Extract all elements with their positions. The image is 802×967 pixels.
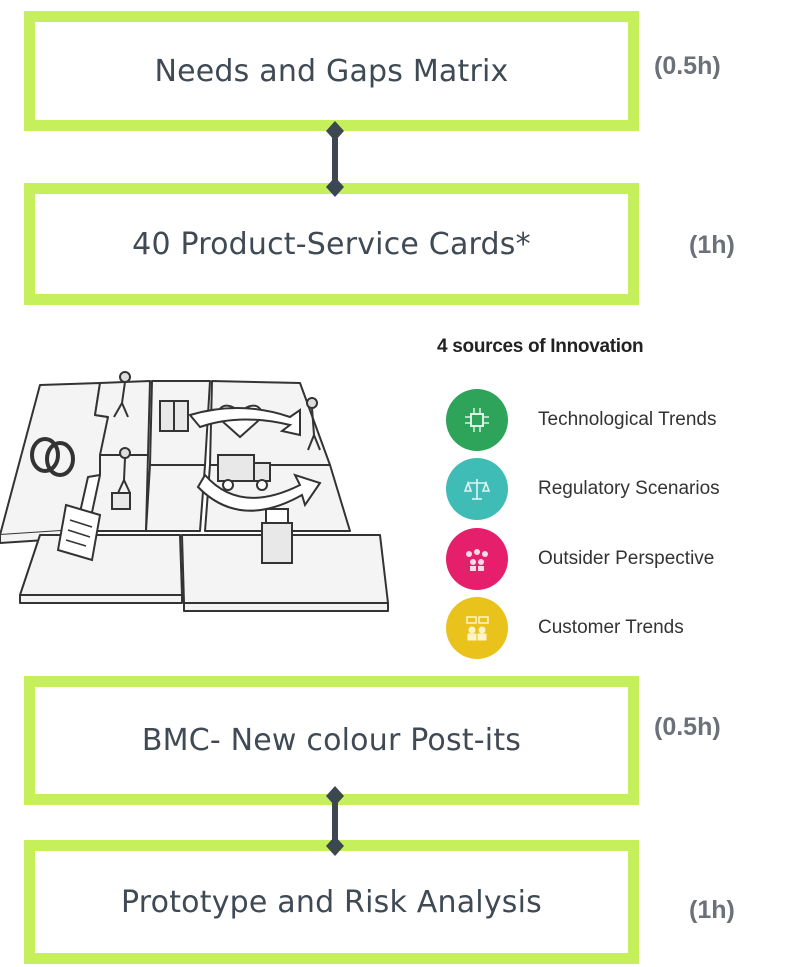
- step-label: BMC- New colour Post-its: [141, 723, 522, 758]
- step-label: Needs and Gaps Matrix: [154, 53, 509, 89]
- sources-title: 4 sources of Innovation: [437, 336, 644, 357]
- scales-icon: [446, 458, 508, 520]
- step-label: Prototype and Risk Analysis: [121, 884, 542, 920]
- customers-icon: [446, 597, 508, 659]
- connector-arrow: [326, 786, 344, 856]
- connector-arrow: [326, 121, 344, 197]
- step-box-needs-gaps: Needs and Gaps Matrix: [24, 11, 639, 131]
- source-label: Technological Trends: [538, 409, 717, 430]
- duration-label: (0.5h): [654, 52, 721, 80]
- source-item: Technological Trends: [446, 389, 796, 451]
- duration-label: (1h): [689, 896, 735, 924]
- duration-label: (0.5h): [654, 713, 721, 741]
- step-box-product-service-cards: 40 Product-Service Cards*: [24, 183, 639, 305]
- source-label: Outsider Perspective: [538, 548, 715, 569]
- step-box-prototype-risk: Prototype and Risk Analysis: [24, 840, 639, 964]
- source-label: Customer Trends: [538, 617, 684, 638]
- step-label: 40 Product-Service Cards*: [132, 226, 531, 262]
- people-icon: [446, 528, 508, 590]
- duration-label: (1h): [689, 231, 735, 259]
- source-item: Outsider Perspective: [446, 528, 796, 590]
- source-item: Regulatory Scenarios: [446, 458, 796, 520]
- business-model-canvas-illustration: [0, 371, 389, 612]
- step-box-bmc-postits: BMC- New colour Post-its: [24, 676, 639, 805]
- chip-icon: [446, 389, 508, 451]
- source-item: Customer Trends: [446, 597, 796, 659]
- source-label: Regulatory Scenarios: [538, 478, 720, 499]
